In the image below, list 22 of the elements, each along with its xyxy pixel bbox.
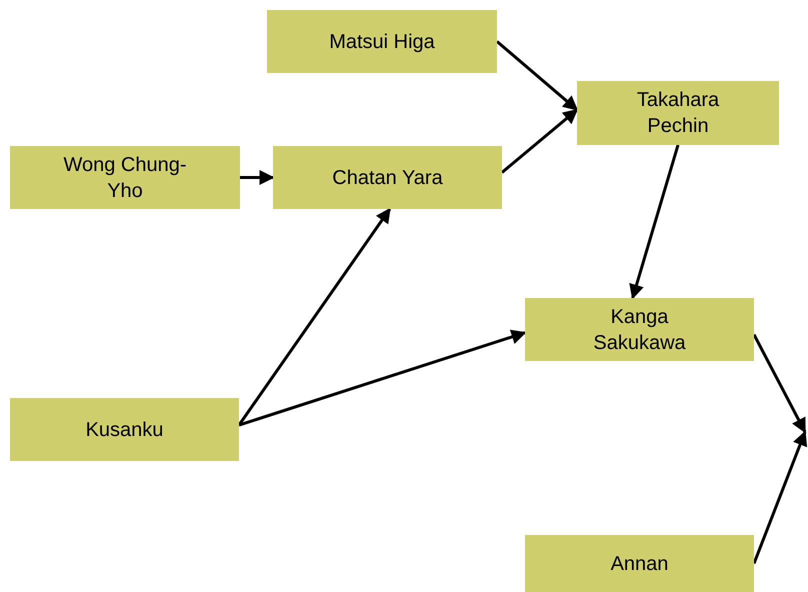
arrow (240, 170, 274, 185)
name-box (267, 10, 497, 73)
name-box (525, 535, 754, 592)
name-box (10, 146, 240, 209)
arrow (629, 144, 680, 300)
name-text: Chatan Yara (332, 166, 443, 190)
arrow (752, 430, 808, 564)
name-box (525, 298, 754, 361)
arrow (238, 208, 392, 426)
name-box (273, 146, 502, 209)
arrow (752, 334, 806, 434)
name-text: Takahara Pechin (636, 88, 720, 139)
name-text: Matsui Higa (329, 30, 435, 54)
name-box (577, 81, 779, 145)
name-text: Wong Chung-Yho (62, 152, 188, 204)
name-box (10, 398, 239, 461)
arrow (501, 108, 578, 174)
arrow (496, 40, 578, 111)
name-text: Annan (610, 552, 668, 576)
arrow (238, 330, 526, 427)
name-text: Kusanku (86, 418, 164, 442)
name-text: Kanga Sakukawa (592, 304, 687, 356)
